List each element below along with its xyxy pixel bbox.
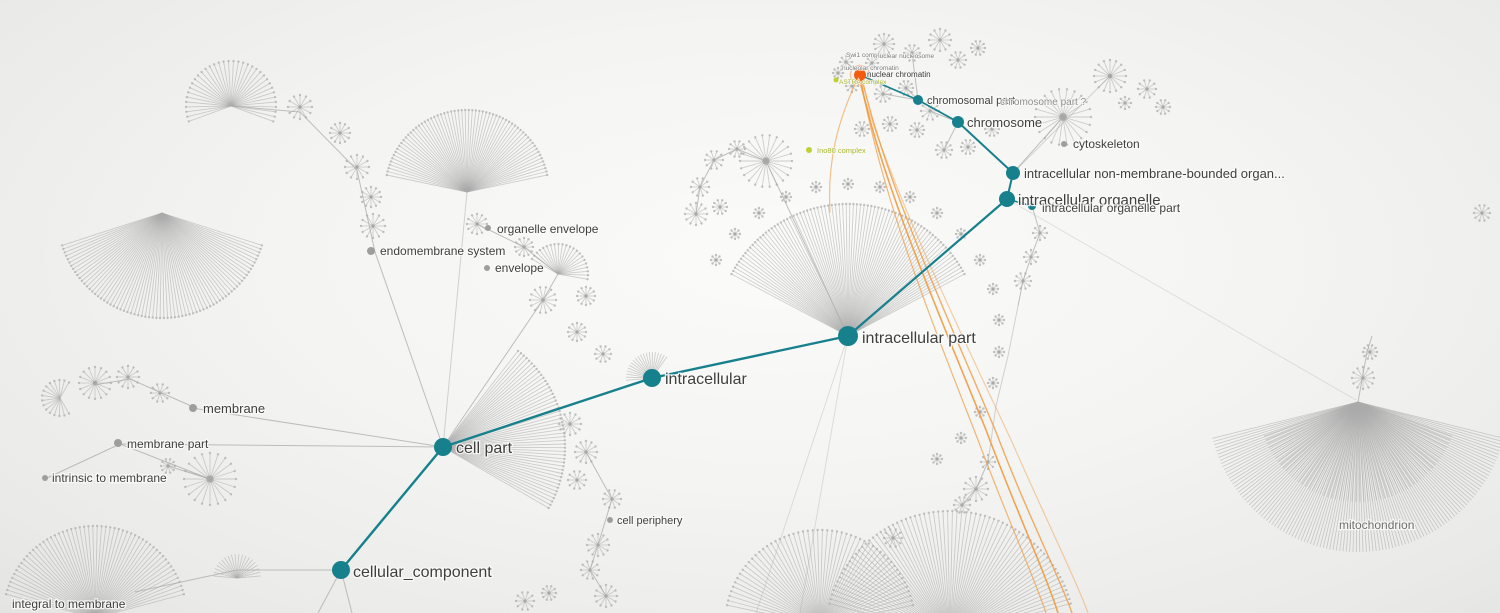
label-astra-complex[interactable]: ASTRA complex [838, 78, 888, 87]
collapsed-subtree-fans [4, 27, 1500, 613]
node-cell-part[interactable] [434, 438, 452, 456]
graph-nodes [42, 64, 1067, 579]
node-organelle-envelope[interactable] [485, 225, 491, 231]
node-cell-periphery[interactable] [607, 517, 613, 523]
label-mitochondrion[interactable]: mitochondrion [1338, 517, 1416, 534]
node-intracellular[interactable] [643, 369, 661, 387]
label-intracellular-organelle[interactable]: intracellular organelle [1017, 191, 1162, 211]
node-intrinsic-to-membrane[interactable] [42, 475, 48, 481]
label-intracellular-non-membrane-bounded-organelle[interactable]: intracellular non-membrane-bounded organ… [1023, 165, 1286, 183]
highlighted-relation-paths-orange [828, 78, 1089, 613]
node-cytoskeleton[interactable] [1061, 141, 1067, 147]
node-intracellular-non-membrane-bounded-organelle[interactable] [1006, 166, 1020, 180]
node-nuclear-chromatin-glow [849, 64, 871, 86]
graph-edges-gray [46, 52, 1373, 613]
node-envelope[interactable] [484, 265, 490, 271]
label-cytoskeleton[interactable]: cytoskeleton [1072, 136, 1141, 153]
label-cellular-component[interactable]: cellular_component [352, 563, 494, 583]
label-membrane-part[interactable]: membrane part [126, 436, 211, 453]
label-endomembrane-system[interactable]: endomembrane system [379, 243, 507, 260]
label-chromosomal-part[interactable]: chromosomal part [926, 94, 1017, 109]
node-cellular-component[interactable] [332, 561, 350, 579]
node-membrane[interactable] [189, 404, 197, 412]
node-chromosomal-part[interactable] [913, 95, 923, 105]
node-ino80-complex[interactable] [806, 147, 812, 153]
label-membrane[interactable]: membrane [202, 400, 267, 418]
label-integral-to-membrane[interactable]: integral to membrane [11, 596, 127, 613]
label-intracellular-organelle-part[interactable]: intracellular organelle part [1041, 200, 1182, 217]
selected-path-edges-teal [339, 74, 1033, 572]
label-intrinsic-to-membrane[interactable]: intrinsic to membrane [51, 470, 169, 487]
label-intracellular-part[interactable]: intracellular part [861, 329, 978, 349]
label-chromosome[interactable]: chromosome [966, 114, 1044, 132]
label-nuclear-chromatin[interactable]: nuclear chromatin [866, 69, 931, 80]
label-envelope[interactable]: envelope [494, 260, 546, 277]
node-astra-complex[interactable] [833, 77, 839, 83]
label-swi1-complex[interactable]: Swi1 complex [845, 51, 887, 60]
label-ino80-complex[interactable]: Ino80 complex [816, 145, 867, 156]
label-cell-part[interactable]: cell part [455, 439, 514, 459]
label-organelle-envelope[interactable]: organelle envelope [496, 221, 600, 238]
node-chromosome[interactable] [952, 116, 964, 128]
node-membrane-part[interactable] [114, 439, 122, 447]
node-intracellular-part[interactable] [838, 326, 858, 346]
label-nuclear-nucleosome[interactable]: nuclear nucleosome [875, 52, 935, 61]
label-chromosome-part[interactable]: chromosome part ? [999, 96, 1087, 109]
node-endomembrane-system[interactable] [367, 247, 375, 255]
label-intracellular[interactable]: intracellular [664, 370, 749, 390]
label-cell-periphery[interactable]: cell periphery [616, 514, 684, 529]
label-nucleolar-chromatin[interactable]: nucleolar chromatin [841, 64, 900, 73]
node-intracellular-organelle-part[interactable] [1028, 202, 1036, 210]
node-intracellular-organelle[interactable] [999, 191, 1015, 207]
graph-labels: cellular_component cell part intracellular… [11, 51, 1416, 613]
node-nuclear-chromatin[interactable] [854, 69, 866, 81]
